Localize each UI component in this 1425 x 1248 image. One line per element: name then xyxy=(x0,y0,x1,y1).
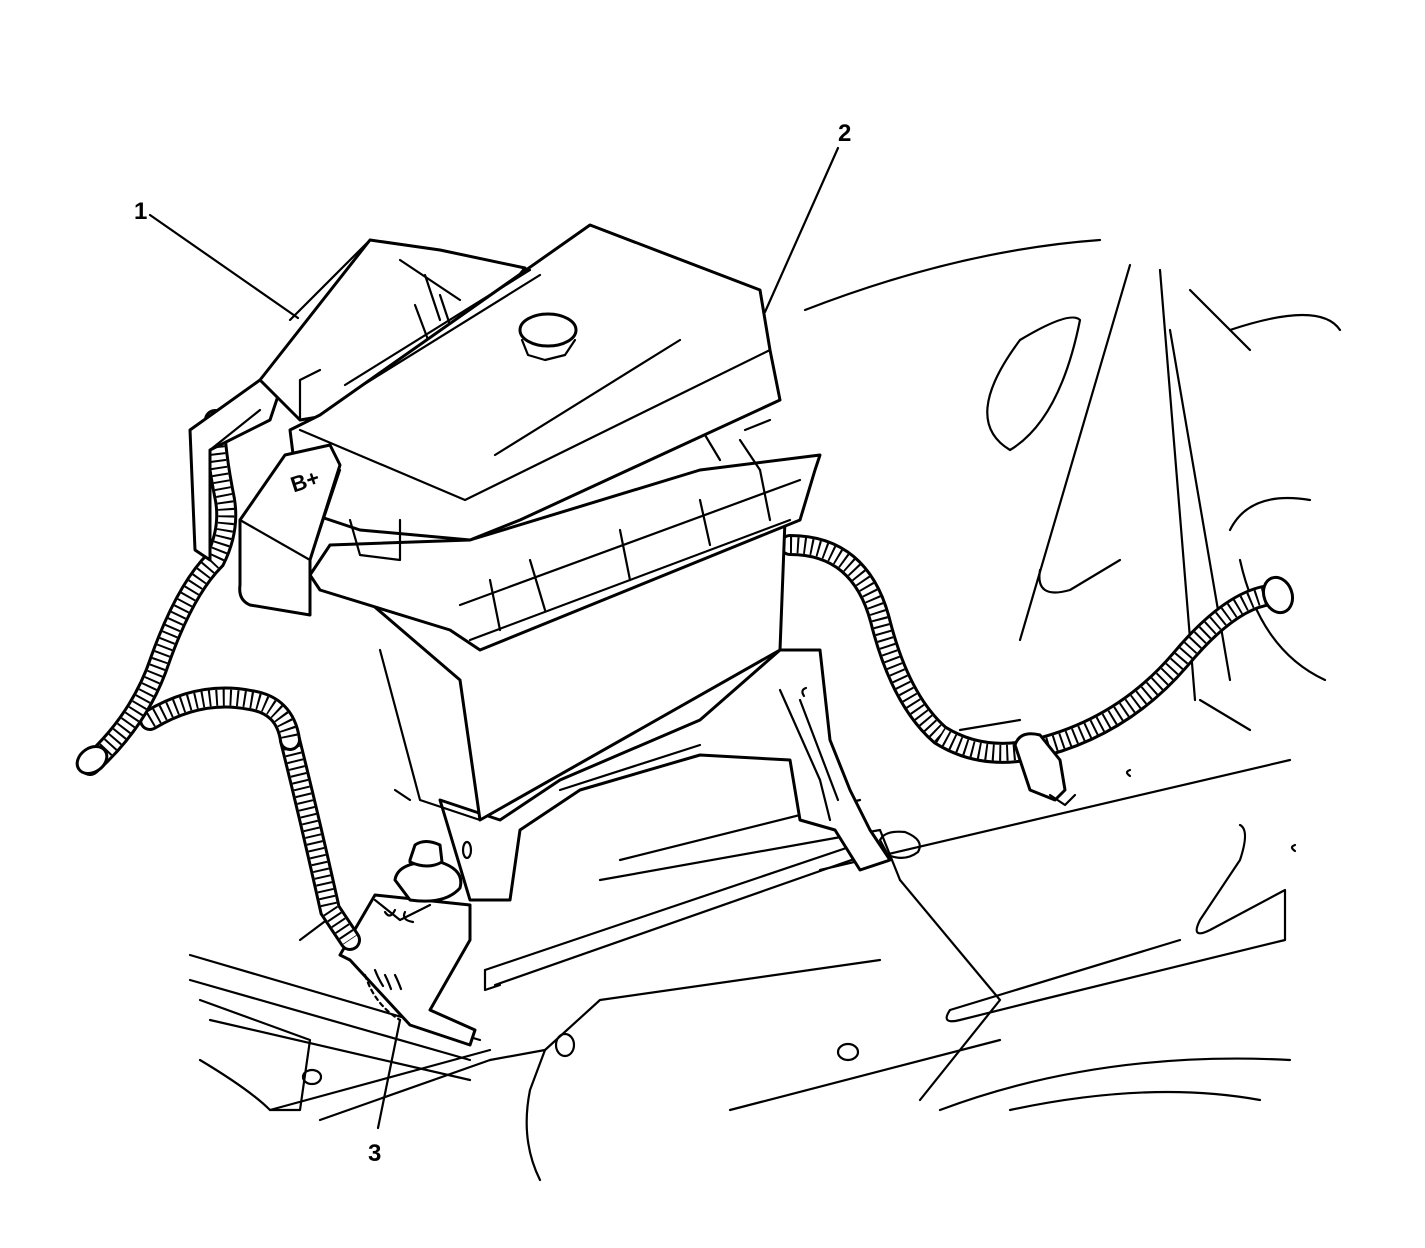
callout-2: 2 xyxy=(838,120,852,147)
battery-positive-terminal-cover: B+ xyxy=(238,443,342,617)
right-harness-conduit xyxy=(779,534,1295,807)
mounting-bracket xyxy=(438,648,892,902)
callout-3: 3 xyxy=(368,1140,382,1167)
ground-terminal xyxy=(338,830,921,1047)
fuse-box-main xyxy=(288,223,822,822)
left-harness-conduit xyxy=(75,409,361,951)
leader-lines xyxy=(148,146,840,1130)
fuse-block-aux xyxy=(258,238,527,422)
callout-1: 1 xyxy=(134,198,148,225)
floor-rails xyxy=(188,828,902,1182)
